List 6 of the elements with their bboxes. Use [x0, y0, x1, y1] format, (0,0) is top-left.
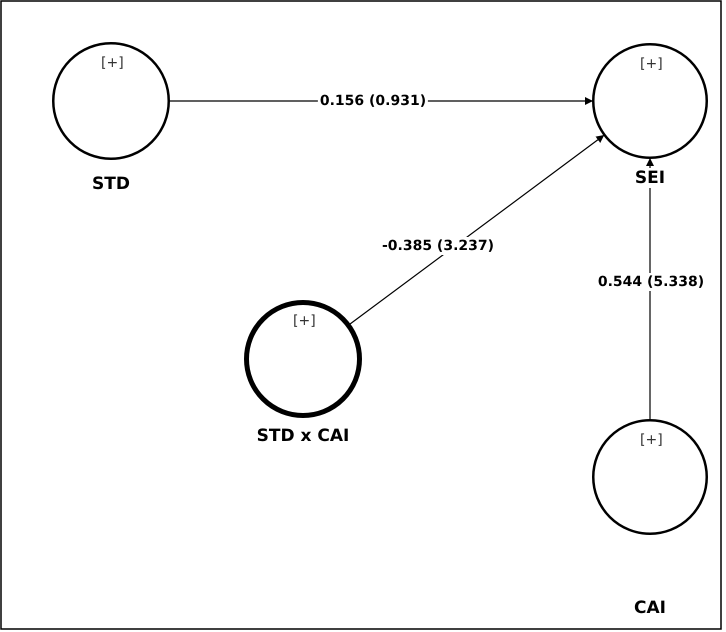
path-arrow	[349, 134, 605, 325]
indicator-toggle-mark: [+]	[293, 313, 316, 329]
path-coefficient-label: 0.156 (0.931)	[318, 92, 428, 110]
indicator-toggle-mark: [+]	[640, 56, 663, 72]
indicator-toggle-mark: [+]	[101, 55, 124, 71]
indicator-toggle-mark: [+]	[640, 432, 663, 448]
